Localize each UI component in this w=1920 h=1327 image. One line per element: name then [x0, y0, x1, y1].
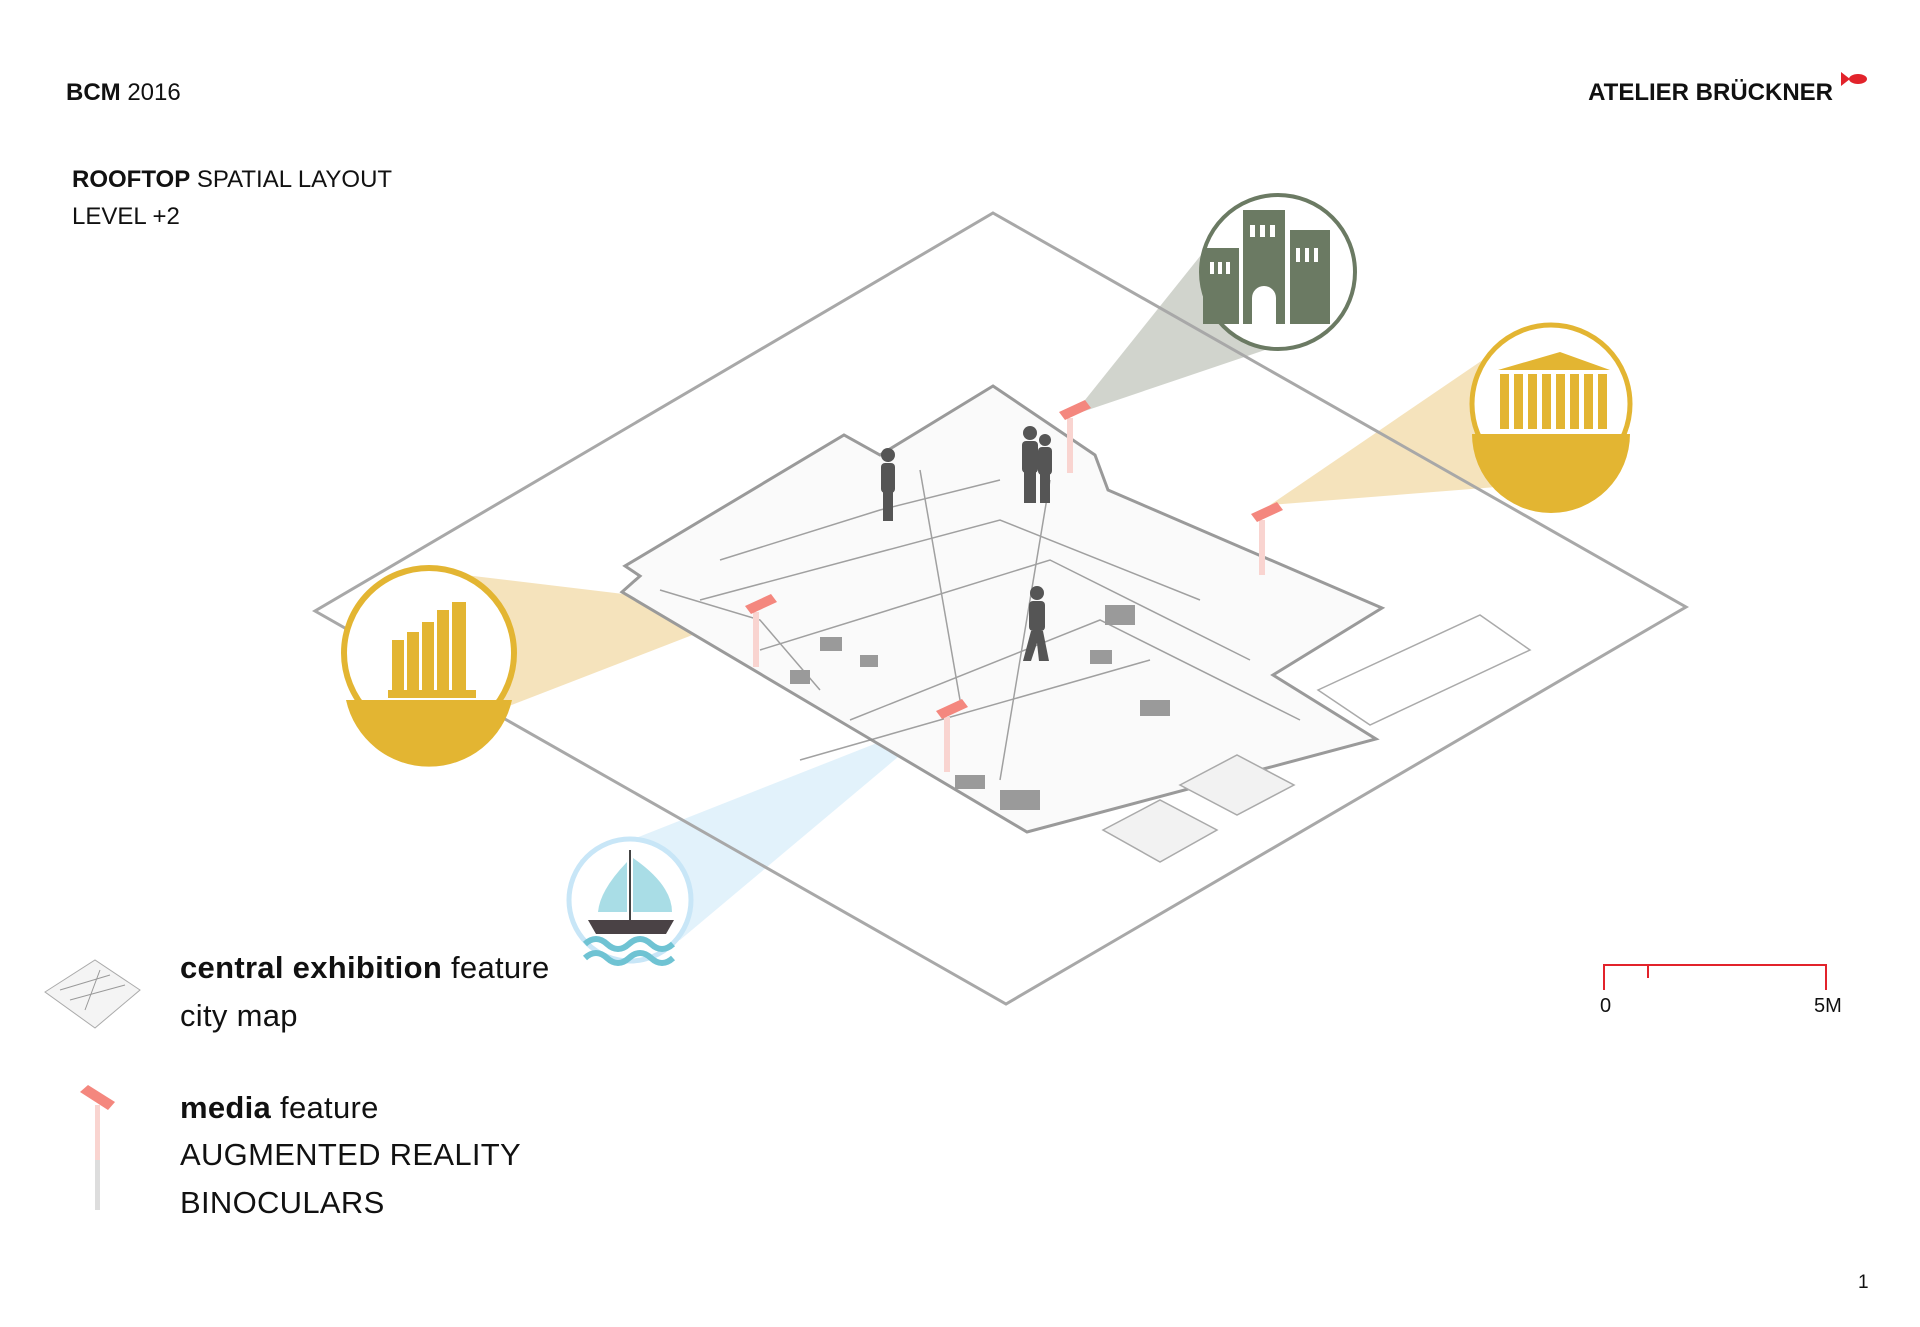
page-title: ROOFTOP SPATIAL LAYOUT	[72, 166, 392, 194]
binoculars-icon	[80, 1085, 115, 1210]
legend-media-bold: media	[180, 1090, 272, 1125]
historic-building-icon	[1199, 193, 1357, 351]
ruined-columns-icon	[341, 565, 517, 767]
skylight-2	[1101, 799, 1219, 863]
project-label: BCM 2016	[66, 79, 181, 107]
legend-media-line-2: BINOCULARS	[180, 1185, 385, 1220]
legend-central-rest: feature	[450, 950, 550, 985]
title-rest: SPATIAL LAYOUT	[196, 166, 393, 193]
scale-end-label: 5M	[1814, 995, 1842, 1017]
legend-media-rest: feature	[280, 1090, 379, 1125]
brand-fish-logo	[1841, 72, 1867, 86]
legend-central-subtitle: city map	[180, 998, 298, 1033]
visitor-silhouettes	[881, 426, 1052, 661]
legend-central-title: central exhibition feature	[180, 950, 550, 986]
legend-media-line-1: AUGMENTED REALITY	[180, 1137, 521, 1172]
page-number: 1	[1858, 1272, 1869, 1293]
title-bold: ROOFTOP	[72, 166, 191, 193]
scale-start-label: 0	[1600, 995, 1612, 1017]
level-label: LEVEL +2	[72, 203, 180, 230]
legend-media-title: media feature	[180, 1090, 379, 1126]
city-map-platform	[619, 384, 1386, 834]
city-map-texture	[659, 469, 1301, 781]
ar-binoculars-markers	[745, 400, 1283, 772]
skylight-1	[1178, 754, 1296, 816]
rooftop-outline	[312, 211, 1690, 1006]
sailboat-icon	[566, 836, 694, 966]
scale-bar	[1603, 964, 1827, 990]
project-code: BCM	[66, 79, 121, 106]
legend-central-bold: central exhibition	[180, 950, 443, 985]
city-map-icon	[44, 959, 141, 1029]
bench-area	[1316, 614, 1532, 726]
brand-name: ATELIER BRÜCKNER	[1588, 79, 1833, 106]
project-year: 2016	[127, 79, 181, 106]
city-map-blocks	[790, 605, 1170, 810]
temple-icon	[1469, 322, 1633, 513]
